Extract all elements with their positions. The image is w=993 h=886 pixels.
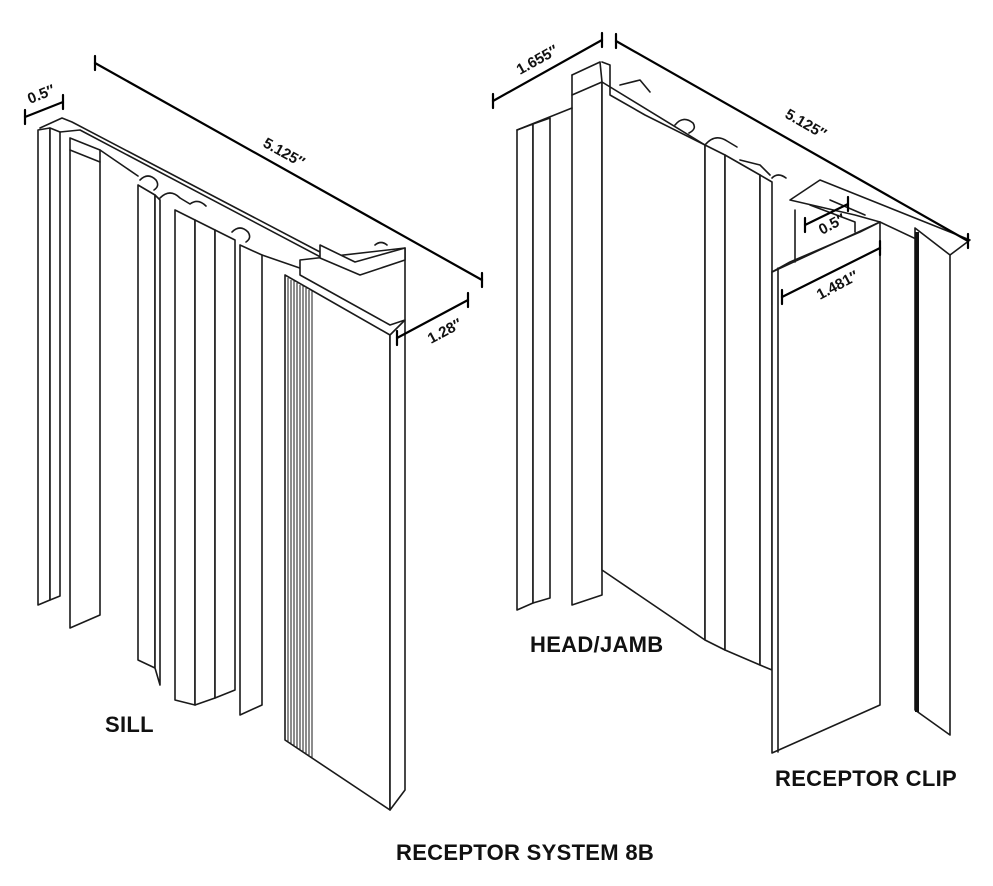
head-jamb-width-text: 1.655″: [514, 42, 561, 79]
clip-width-text: 0.5″: [816, 210, 849, 238]
sill-width-text: 0.5″: [25, 81, 57, 107]
receptor-clip-label: RECEPTOR CLIP: [775, 766, 957, 791]
page-title: RECEPTOR SYSTEM 8B: [396, 840, 655, 865]
head-jamb-extrusion: [516, 61, 971, 736]
head-jamb-label: HEAD/JAMB: [530, 632, 664, 657]
head-jamb-length-text: 5.125″: [782, 106, 829, 143]
receptor-clip-extrusion: [771, 199, 881, 754]
sill-extrusion: [37, 117, 406, 811]
sill-depth-dimension: 1.28″: [395, 291, 470, 348]
sill-label: SILL: [105, 712, 154, 737]
sill-length-text: 5.125″: [260, 135, 307, 172]
sill-width-dimension: 0.5″: [23, 81, 65, 126]
